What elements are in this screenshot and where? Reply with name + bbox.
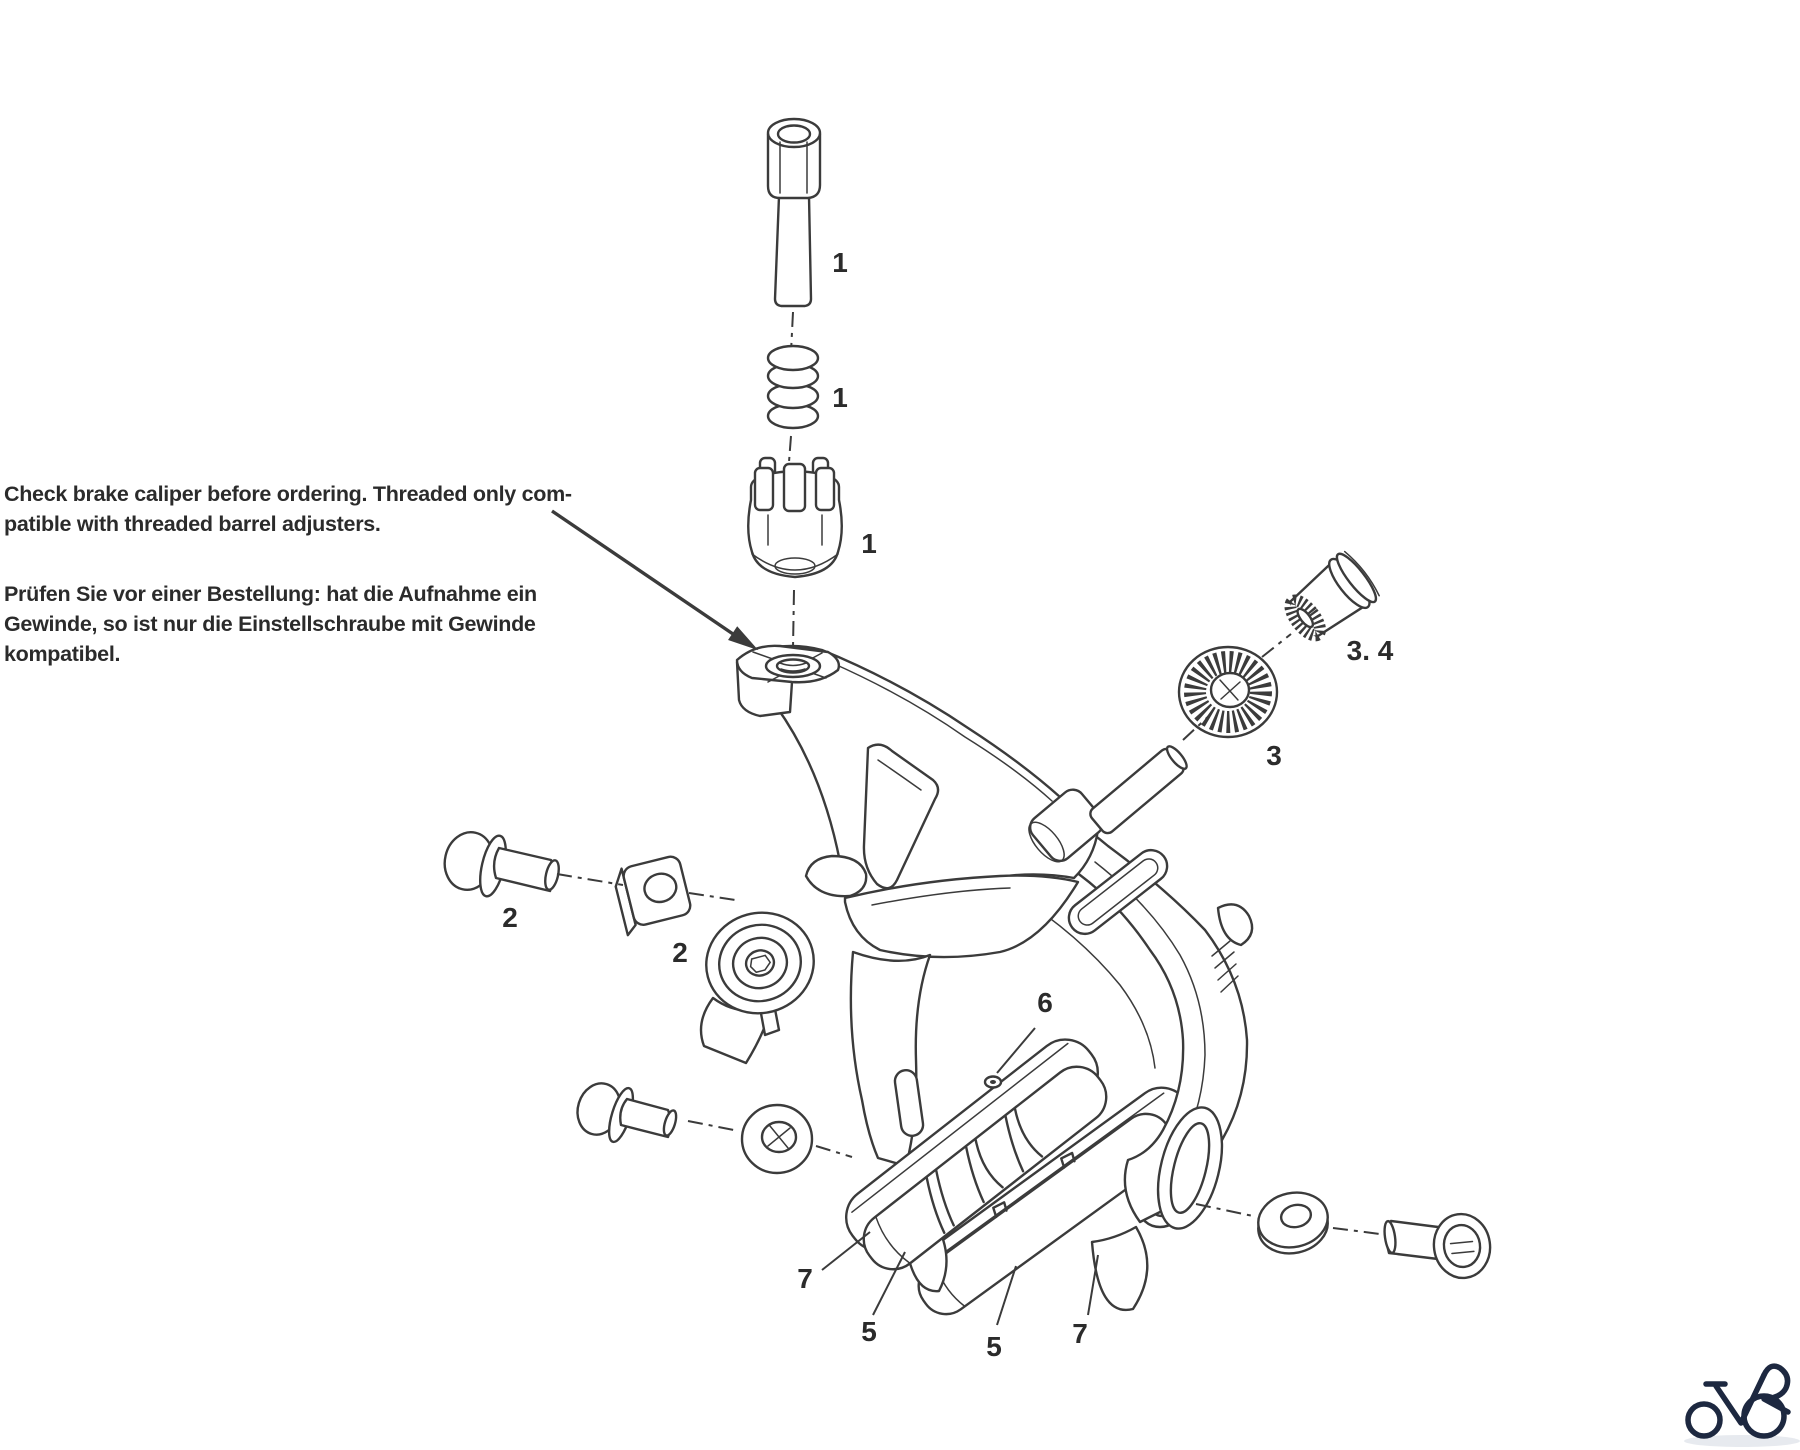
note-de-line-2: Gewinde, so ist nur die Einstellschraube… (4, 612, 536, 636)
pad-bolt-left (576, 1082, 678, 1144)
caliper-left-arm (849, 950, 932, 1168)
callout-barrel-adjuster-spring: 1 (832, 382, 848, 413)
mounting-nut (1284, 550, 1380, 642)
callout-serrated-washer: 3 (1266, 740, 1282, 771)
pad-fixing-screw-hole (983, 1075, 1003, 1089)
cable-anchor-nut-plate (614, 855, 692, 937)
center-line-adjuster-3 (792, 589, 795, 649)
callout-pad-holder-right: 7 (1072, 1318, 1088, 1349)
cable-anchor-bolt (443, 831, 560, 898)
callout-pad-holder-left: 7 (797, 1263, 813, 1294)
note-english: Check brake caliper before ordering. Thr… (4, 479, 584, 539)
note-en-line-2: patible with threaded barrel adjusters. (4, 512, 381, 536)
quick-release-lever (699, 911, 815, 1065)
barrel-adjuster-spring (766, 344, 820, 430)
note-en-line-1: Check brake caliper before ordering. Thr… (4, 482, 572, 506)
note-de-line-1: Prüfen Sie vor einer Bestellung: hat die… (4, 582, 537, 606)
caliper-bridge (804, 854, 1080, 959)
serrated-washer (1177, 645, 1279, 739)
bicycle-logo-icon (1684, 1363, 1800, 1447)
pointer-arrow (551, 509, 759, 651)
callout-pad-insert-right: 5 (986, 1331, 1002, 1362)
center-line-adjuster-2 (788, 435, 792, 463)
pad-insert-right (917, 1112, 1175, 1316)
caliper-upper-arm (742, 644, 1100, 906)
caliper-arch (1032, 804, 1254, 1230)
center-lines (556, 633, 1381, 1235)
barrel-adjuster-bolt (766, 117, 822, 308)
callout-barrel-adjuster-nut: 1 (861, 528, 877, 559)
note-de-line-3: kompatibel. (4, 642, 121, 666)
pad-bolt-right (1383, 1212, 1492, 1280)
mounting-stud (1028, 745, 1188, 863)
caliper-note: Check brake caliper before ordering. Thr… (4, 479, 584, 669)
pad-washer-right (1257, 1191, 1329, 1255)
callout-pad-insert-left: 5 (861, 1316, 877, 1347)
leader-lines (821, 1027, 1099, 1326)
pad-washer-left (740, 1103, 814, 1175)
callout-mounting-nut: 3. 4 (1347, 635, 1394, 666)
caliper-boss (735, 644, 841, 718)
callout-cable-anchor-nut-plate: 2 (672, 937, 688, 968)
barrel-adjuster-nut (747, 456, 843, 579)
callout-barrel-adjuster-bolt: 1 (832, 247, 848, 278)
pad-insert-left (862, 1065, 1108, 1271)
callout-pad-fixing-screw-hole: 6 (1037, 987, 1053, 1018)
note-german: Prüfen Sie vor einer Bestellung: hat die… (4, 579, 584, 669)
callout-cable-anchor-bolt: 2 (502, 902, 518, 933)
